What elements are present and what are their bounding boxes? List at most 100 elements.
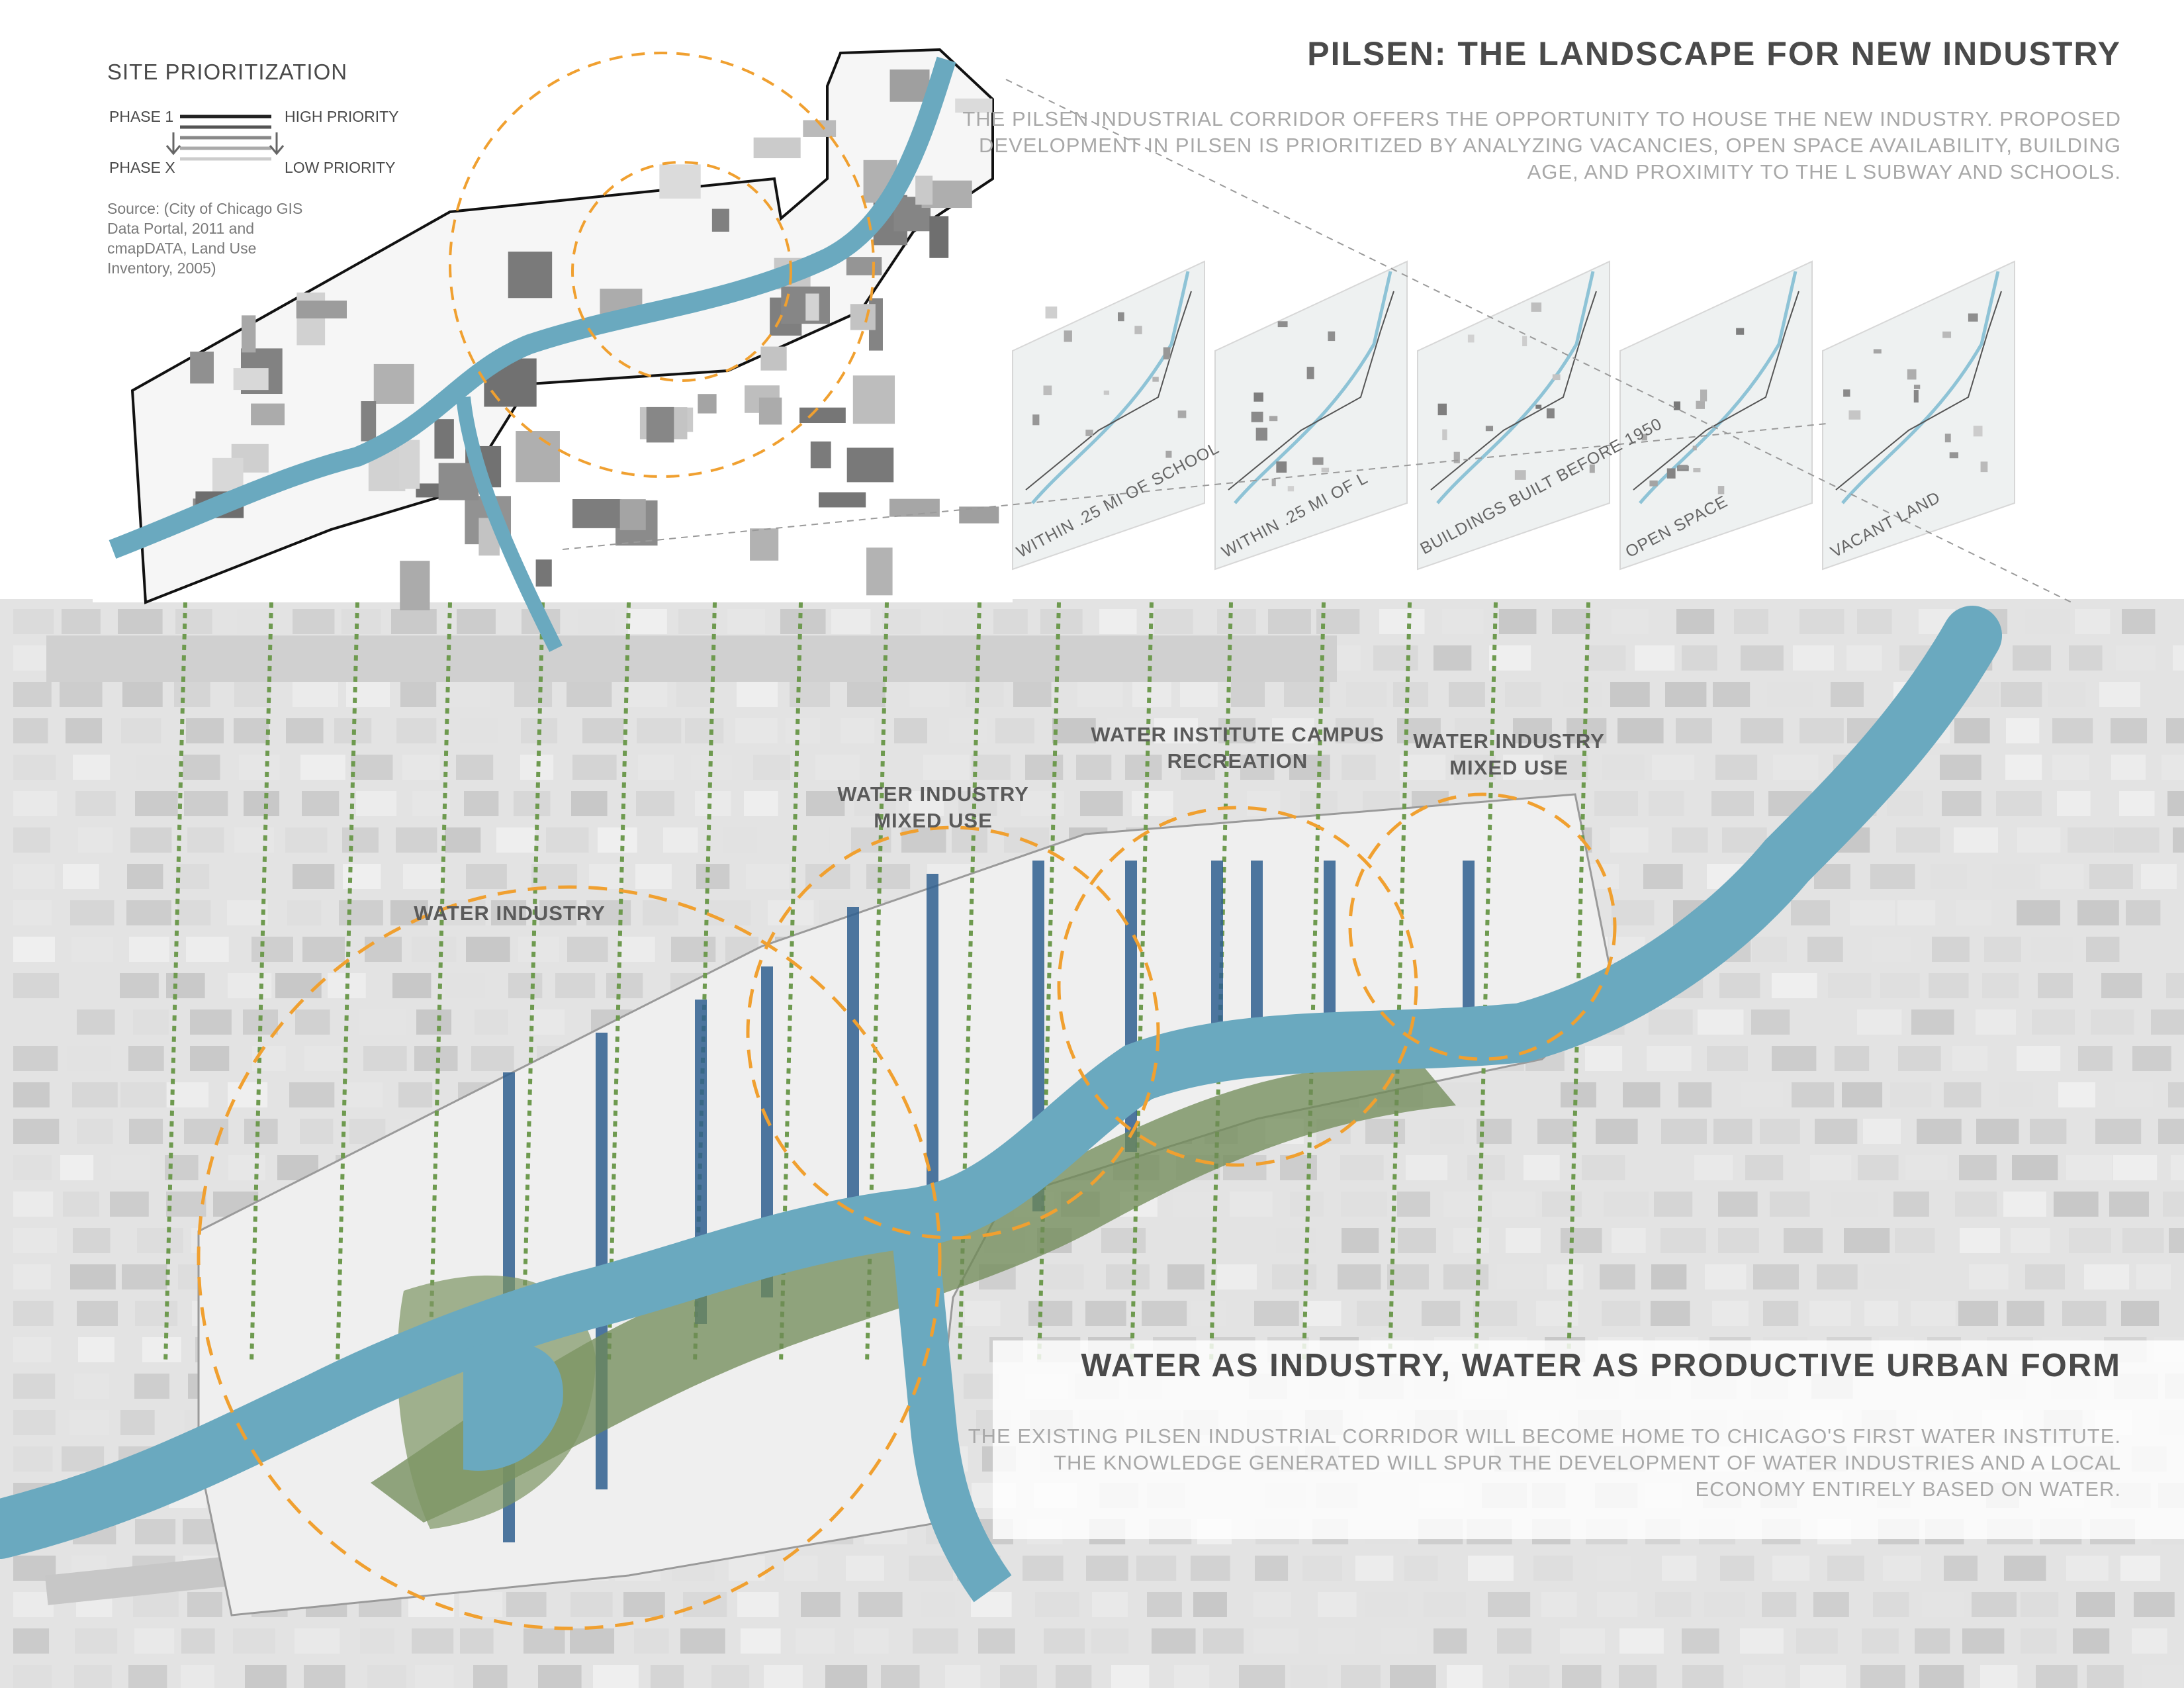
city-block — [1023, 1556, 1064, 1581]
city-block — [460, 1628, 494, 1654]
city-block — [471, 1046, 514, 1071]
city-block — [127, 864, 163, 889]
city-block — [1682, 1628, 1719, 1654]
city-block — [390, 900, 428, 925]
inset-parcel — [508, 252, 553, 299]
city-block — [634, 1628, 669, 1654]
city-block — [1980, 1665, 2018, 1688]
city-block — [894, 718, 928, 743]
city-block — [1623, 1082, 1661, 1107]
city-block — [13, 1301, 54, 1326]
city-block — [1713, 682, 1751, 707]
city-block — [1240, 755, 1275, 780]
city-block — [2173, 827, 2184, 853]
inset-parcel — [852, 375, 895, 424]
city-block — [1404, 1556, 1438, 1581]
analysis-layer-plane — [1619, 260, 1813, 571]
city-block — [360, 1628, 394, 1654]
city-block — [696, 864, 730, 889]
layer-parcel — [1253, 392, 1263, 402]
city-block — [2006, 718, 2040, 743]
inset-parcel — [296, 292, 326, 346]
city-block — [578, 609, 615, 634]
city-block — [72, 1082, 118, 1107]
city-block — [13, 682, 52, 707]
city-block — [1346, 682, 1387, 707]
city-block — [1831, 1192, 1878, 1217]
city-block — [678, 609, 716, 634]
city-block — [1247, 791, 1281, 816]
city-block — [847, 682, 886, 707]
inset-parcel — [889, 498, 940, 517]
city-block — [1612, 1228, 1646, 1253]
city-block — [1043, 1264, 1084, 1289]
city-block — [2078, 1046, 2113, 1071]
city-block — [414, 1046, 458, 1071]
city-block — [1745, 1155, 1784, 1180]
city-block — [671, 937, 716, 962]
city-block — [1106, 1264, 1150, 1289]
city-block — [1111, 1665, 1150, 1688]
city-block — [514, 682, 553, 707]
city-block — [342, 827, 379, 853]
city-block — [275, 973, 322, 998]
city-block — [1533, 1556, 1573, 1581]
city-block — [1585, 1046, 1623, 1071]
city-block — [365, 937, 402, 962]
city-block — [1815, 1119, 1858, 1144]
city-block — [142, 1337, 181, 1362]
city-block — [1600, 1264, 1635, 1289]
city-block — [77, 1301, 118, 1326]
city-block — [244, 1119, 278, 1144]
city-block — [2169, 1228, 2184, 1253]
city-block — [1637, 1155, 1676, 1180]
layer-river — [1234, 271, 1392, 504]
city-block — [228, 1082, 268, 1107]
city-block — [2166, 973, 2184, 998]
city-block — [780, 609, 826, 634]
inset-parcel — [698, 394, 717, 414]
city-block — [784, 1556, 818, 1581]
city-block — [1560, 1628, 1606, 1654]
city-block — [1712, 1301, 1749, 1326]
city-block — [396, 718, 437, 743]
city-block — [1863, 1119, 1901, 1144]
city-block — [1303, 1301, 1342, 1326]
city-block — [965, 1301, 1001, 1326]
city-block — [1810, 1155, 1852, 1180]
city-block — [1040, 609, 1083, 634]
city-block — [74, 1374, 109, 1399]
analysis-layer-stack — [1012, 260, 2015, 571]
city-block — [13, 1155, 52, 1180]
city-block — [1942, 791, 1981, 816]
city-block — [1911, 1009, 1954, 1035]
city-block — [2013, 645, 2052, 671]
legend-arrows — [165, 132, 285, 156]
city-block — [2007, 1301, 2044, 1326]
city-block — [1698, 1009, 1744, 1035]
layer-parcel — [1437, 403, 1447, 416]
city-block — [1870, 864, 1915, 889]
city-block — [1809, 1301, 1851, 1326]
city-block — [1147, 1592, 1182, 1617]
city-block — [1447, 1665, 1483, 1688]
city-block — [854, 1628, 889, 1654]
city-block — [628, 609, 667, 634]
city-block — [60, 682, 103, 707]
city-block — [1932, 937, 1970, 962]
inset-parcel — [190, 352, 214, 384]
city-block — [1676, 718, 1712, 743]
layer-parcel — [1514, 470, 1526, 480]
inset-parcel — [866, 547, 893, 596]
layer-parcel — [1271, 478, 1276, 487]
layer-parcel — [1693, 467, 1701, 473]
city-block — [13, 900, 52, 925]
city-block — [1715, 755, 1758, 780]
city-block — [120, 973, 159, 998]
city-block — [1944, 1082, 1981, 1107]
city-block — [539, 900, 577, 925]
city-block — [571, 791, 608, 816]
city-block — [457, 609, 496, 634]
city-block — [134, 1374, 169, 1399]
city-block — [2040, 864, 2084, 889]
